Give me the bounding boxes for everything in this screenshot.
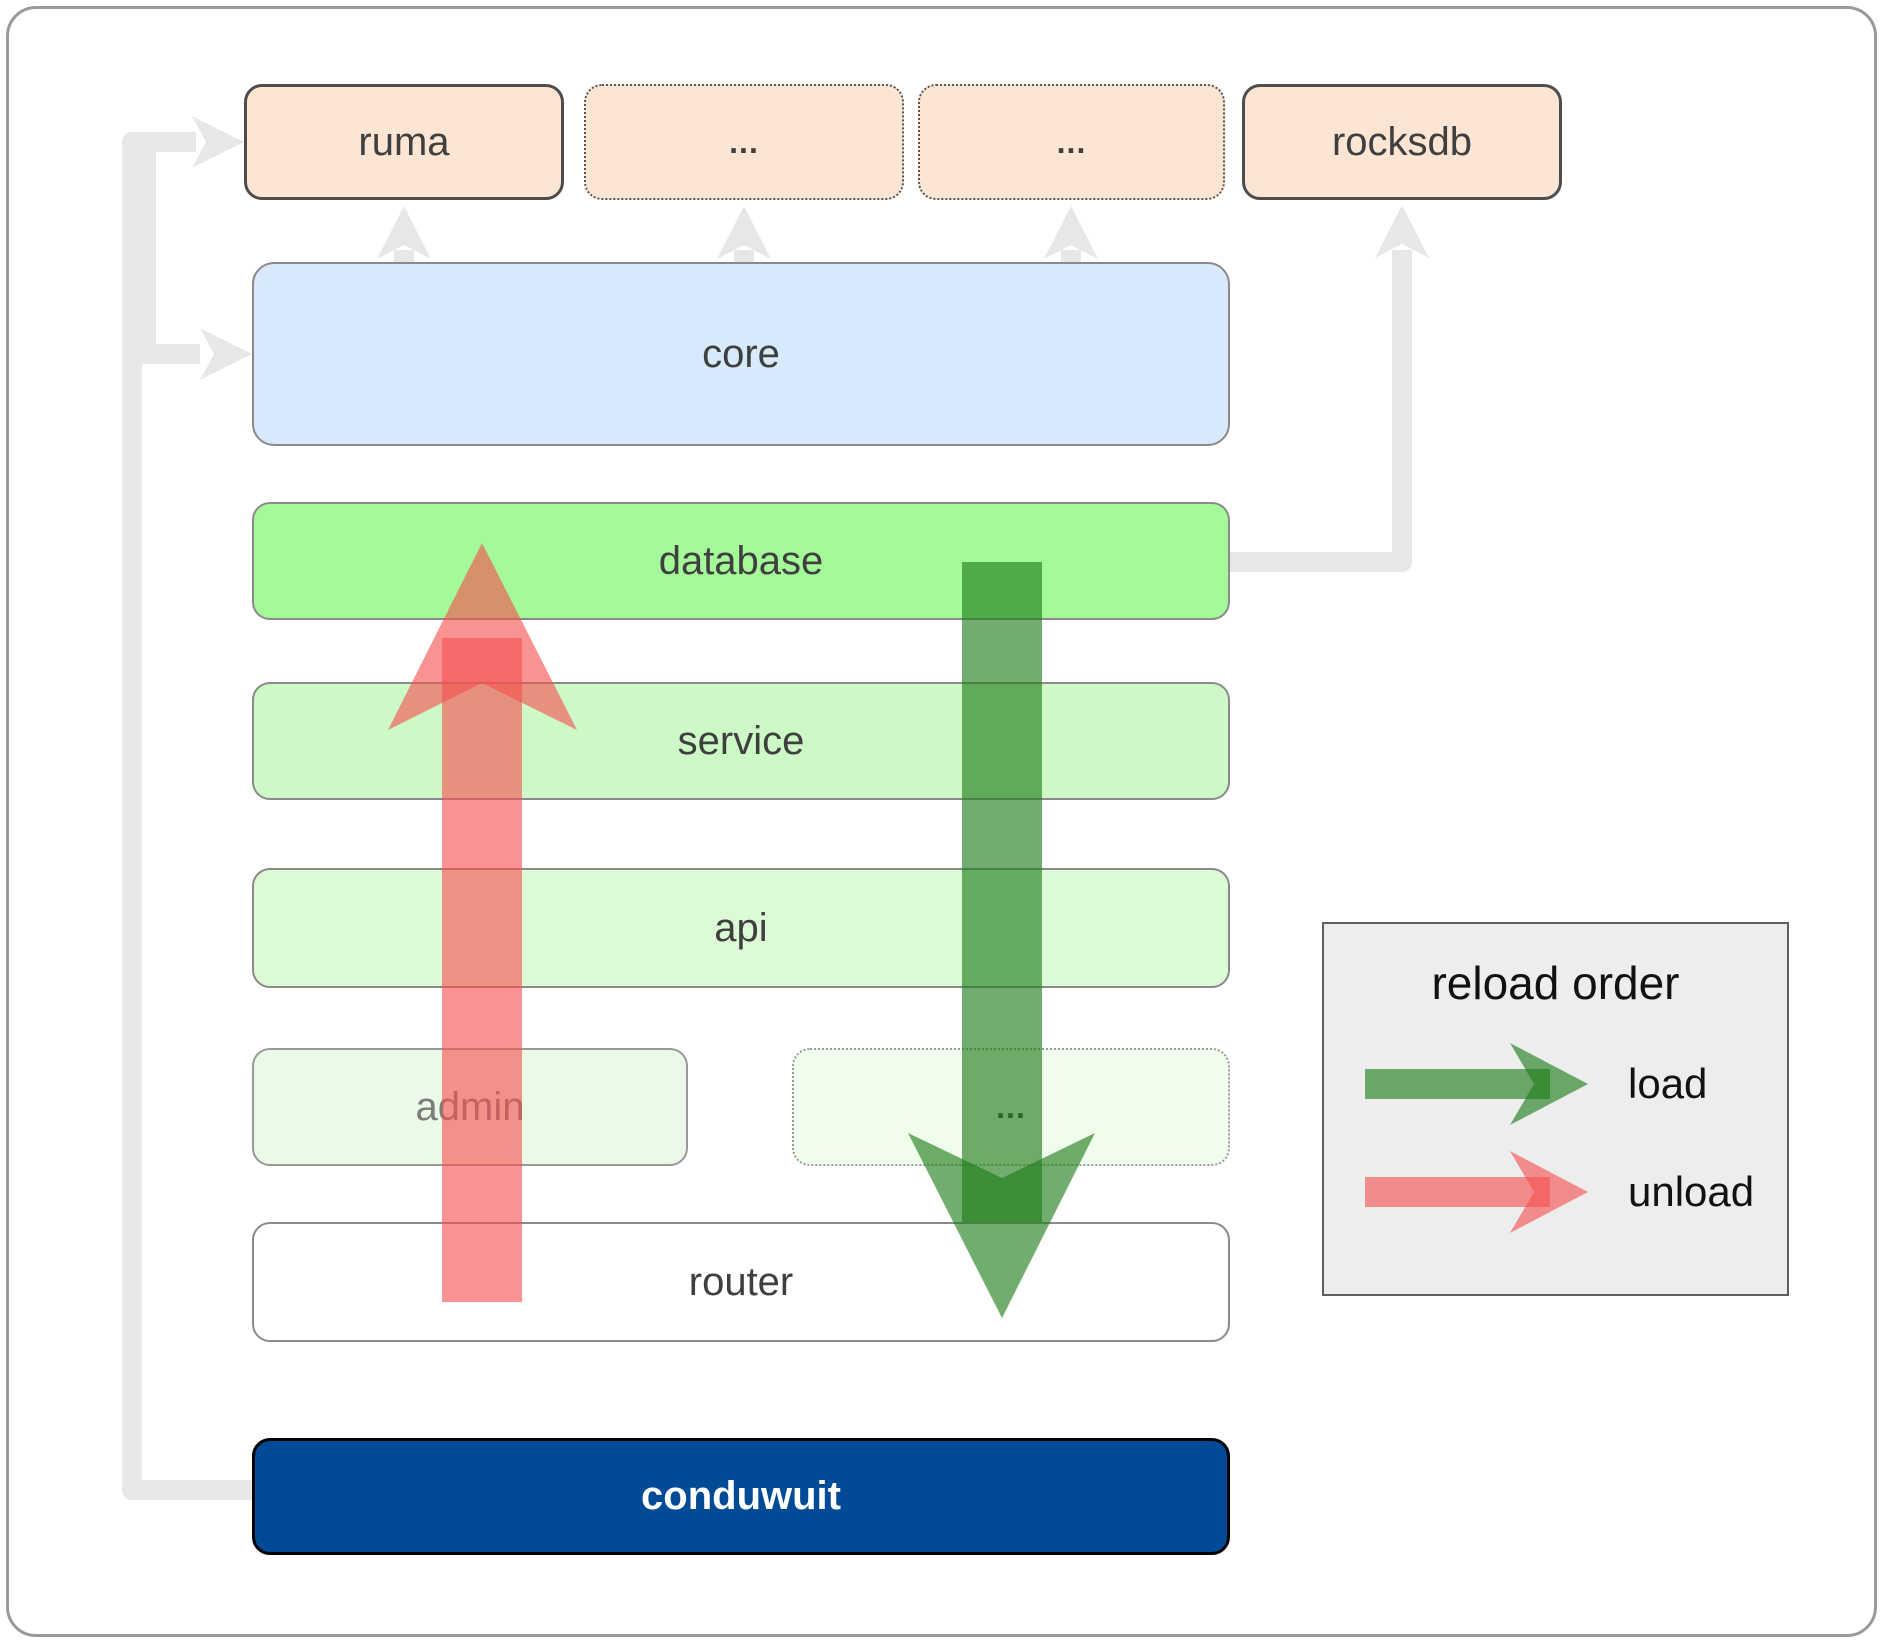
node-ellipsis-c: ... [792,1048,1230,1166]
node-service-label: service [677,718,805,763]
node-ruma-label: ruma [358,119,450,164]
node-ellipsis-b: ... [918,84,1225,200]
legend-item-load: load [1324,1039,1787,1129]
node-ruma: ruma [244,84,564,200]
node-api: api [252,868,1230,988]
node-router: router [252,1222,1230,1342]
node-core-label: core [702,331,780,376]
arrowhead-to-rocksdb-icon [1375,205,1429,258]
database-to-rocksdb-connector [1222,250,1412,572]
node-admin-label: admin [415,1084,525,1129]
node-ellipsis-a-label: ... [729,123,759,160]
legend-load-label: load [1628,1060,1708,1107]
load-arrow-icon [1365,1043,1588,1125]
node-ellipsis-c-label: ... [996,1088,1026,1125]
legend: reload order load unload [1322,922,1789,1296]
node-core: core [252,262,1230,446]
stub-arrowhead-icon [377,206,431,259]
node-conduwuit-label: conduwuit [641,1474,841,1518]
node-admin: admin [252,1048,688,1166]
legend-title: reload order [1431,957,1680,1009]
node-database-label: database [658,538,824,583]
node-ellipsis-a: ... [584,84,904,200]
node-rocksdb: rocksdb [1242,84,1562,200]
conduwuit-to-core-connector [136,134,200,364]
node-rocksdb-label: rocksdb [1331,119,1473,164]
node-api-label: api [714,905,768,950]
stub-arrowhead-icon [717,206,771,259]
arrowhead-to-core-icon [200,328,252,380]
node-database: database [252,502,1230,620]
arrowhead-to-ruma-icon [192,116,244,168]
unload-arrow-icon [1365,1151,1588,1233]
node-ellipsis-b-label: ... [1056,123,1087,160]
legend-item-unload: unload [1324,1147,1787,1237]
node-service: service [252,682,1230,800]
legend-unload-label: unload [1628,1168,1755,1215]
node-router-label: router [688,1259,794,1304]
conduwuit-to-ruma-connector [122,132,252,1500]
diagram-border [6,6,1877,1637]
stub-arrowhead-icon [1044,206,1098,259]
node-conduwuit: conduwuit [252,1438,1230,1555]
